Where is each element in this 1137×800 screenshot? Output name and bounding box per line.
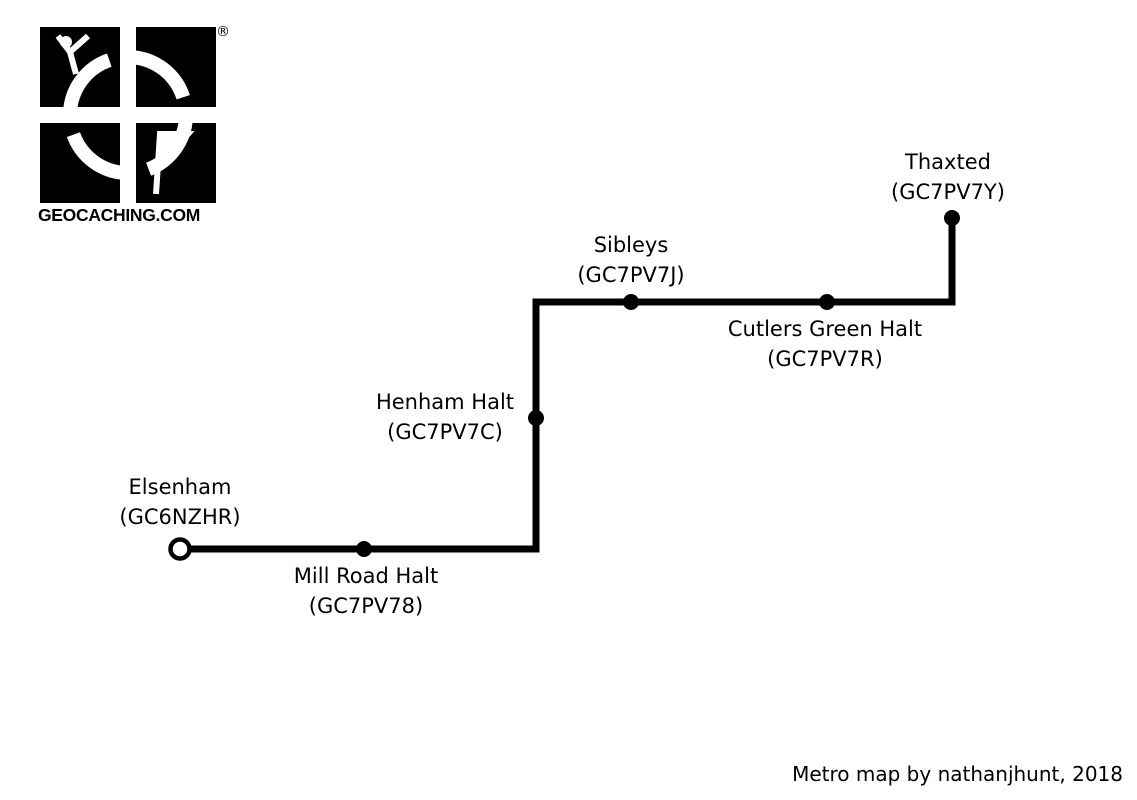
station-label-elsenham: Elsenham (GC6NZHR) [100, 472, 260, 532]
station-name: Thaxted [905, 150, 991, 174]
geocaching-logo [40, 27, 216, 203]
station-name: Mill Road Halt [293, 564, 439, 588]
station-cutlers-green-halt-marker [819, 294, 835, 310]
registered-mark: ® [216, 24, 230, 40]
metro-line [180, 218, 956, 553]
station-label-sibleys: Sibleys (GC7PV7J) [551, 230, 711, 290]
station-mill-road-halt-marker [356, 541, 372, 557]
station-sibleys-marker [623, 294, 639, 310]
station-code: (GC7PV7C) [387, 420, 503, 444]
station-name: Cutlers Green Halt [727, 317, 923, 341]
station-code: (GC7PV7J) [577, 263, 685, 287]
station-elsenham-marker [168, 537, 192, 561]
station-label-cutlers-green-halt: Cutlers Green Halt (GC7PV7R) [715, 314, 935, 374]
station-code: (GC7PV78) [308, 594, 424, 618]
map-credit: Metro map by nathanjhunt, 2018 [792, 762, 1123, 786]
station-name: Henham Halt [375, 390, 515, 414]
station-label-henham-halt: Henham Halt (GC7PV7C) [360, 387, 530, 447]
station-label-mill-road-halt: Mill Road Halt (GC7PV78) [264, 561, 468, 621]
logo-wordmark: GEOCACHING.COM [38, 205, 201, 225]
station-name: Sibleys [593, 233, 669, 257]
station-henham-halt-marker [528, 410, 544, 426]
station-name: Elsenham [128, 475, 232, 499]
station-code: (GC7PV7R) [767, 347, 883, 371]
station-label-thaxted: Thaxted (GC7PV7Y) [868, 147, 1028, 207]
station-code: (GC7PV7Y) [891, 180, 1005, 204]
station-thaxted-marker [944, 210, 960, 226]
station-code: (GC6NZHR) [119, 505, 241, 529]
